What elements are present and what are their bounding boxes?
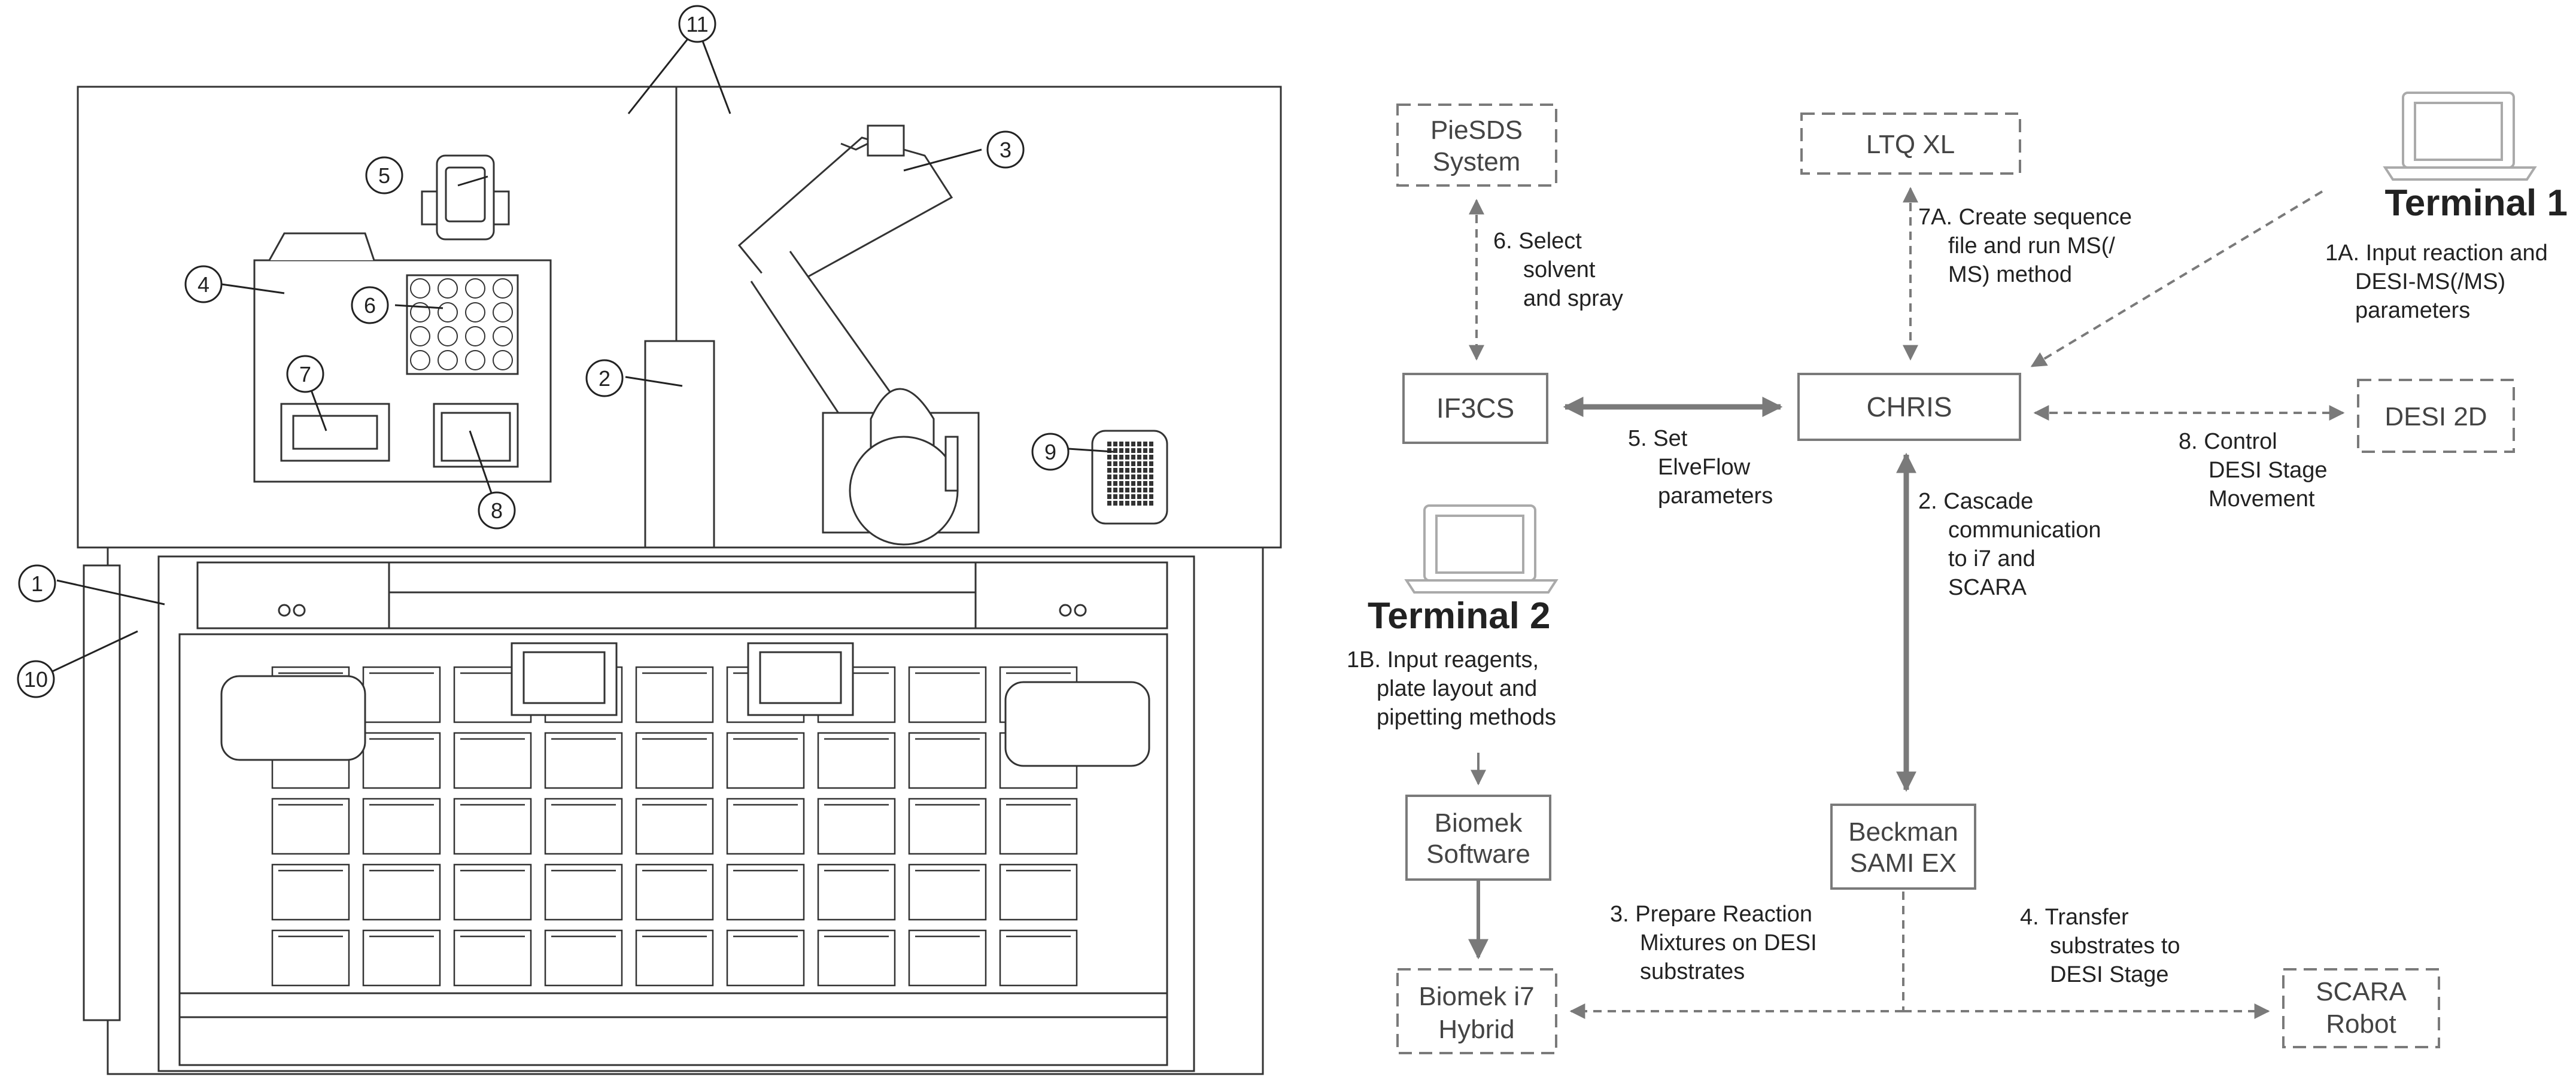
node-piesds-label: PieSDS (1430, 115, 1523, 145)
svg-text:8: 8 (491, 498, 503, 523)
callout-8: 8 (478, 491, 516, 530)
node-scara (2282, 968, 2440, 1048)
node-desi2d-label: DESI 2D (2384, 402, 2487, 431)
hardware-drawing (77, 86, 1282, 1075)
callout-4: 4 (184, 265, 223, 303)
pillar (644, 340, 715, 558)
robot-arm-3 (737, 124, 980, 546)
callout-1: 1 (18, 564, 56, 603)
node-desi2d (2357, 379, 2515, 453)
tip-rack-9 (1091, 430, 1168, 525)
node-if3cs-label: IF3CS (1436, 393, 1514, 424)
node-biomek-i7 (1396, 968, 1557, 1054)
svg-text:6: 6 (364, 293, 376, 318)
node-chris-label: CHRIS (1866, 391, 1952, 422)
callout-10: 10 (17, 660, 55, 698)
node-ltq-label: LTQ XL (1866, 130, 1955, 159)
svg-text:2: 2 (599, 366, 610, 391)
svg-text:9: 9 (1044, 440, 1056, 464)
workflow-diagram: PieSDS System LTQ XL IF3CS CHRIS DESI 2D… (1368, 92, 2568, 1054)
callout-7: 7 (286, 355, 324, 393)
callout-6: 6 (351, 286, 389, 324)
svg-text:1: 1 (31, 571, 43, 596)
svg-text:3: 3 (1000, 138, 1011, 162)
callout-3: 3 (986, 130, 1025, 169)
node-beckman (1830, 804, 1976, 890)
node-biomek-sw-label: Biomek (1435, 808, 1523, 838)
node-ltq (1800, 112, 2021, 175)
laptop-icon (1404, 504, 1559, 594)
module-7 (280, 403, 390, 462)
callout-5: 5 (365, 156, 403, 194)
laptop-icon (2383, 92, 2537, 181)
svg-text:10: 10 (24, 667, 48, 692)
node-piesds-label: System (1433, 147, 1521, 177)
node-beckman-label: SAMI EX (1850, 848, 1957, 878)
node-piesds (1396, 104, 1557, 187)
svg-text:11: 11 (686, 12, 708, 36)
svg-text:7: 7 (299, 362, 311, 387)
callout-9: 9 (1031, 433, 1070, 471)
svg-text:5: 5 (378, 163, 390, 188)
module-8 (433, 403, 519, 468)
callout-2: 2 (585, 359, 624, 397)
svg-text:4: 4 (198, 272, 209, 297)
node-biomek-i7-label: Hybrid (1438, 1015, 1514, 1044)
node-if3cs (1402, 373, 1548, 444)
node-scara-label: Robot (2326, 1009, 2396, 1039)
node-beckman-label: Beckman (1848, 817, 1958, 847)
node-biomek-sw-label: Software (1426, 839, 1530, 869)
terminal-1-label: Terminal 1 (2384, 182, 2568, 224)
node-biomek-i7-label: Biomek i7 (1418, 982, 1534, 1011)
node-chris (1797, 373, 2021, 441)
terminal-2-label: Terminal 2 (1368, 595, 1551, 637)
callout-11: 11 (678, 5, 716, 43)
node-scara-label: SCARA (2316, 977, 2407, 1006)
